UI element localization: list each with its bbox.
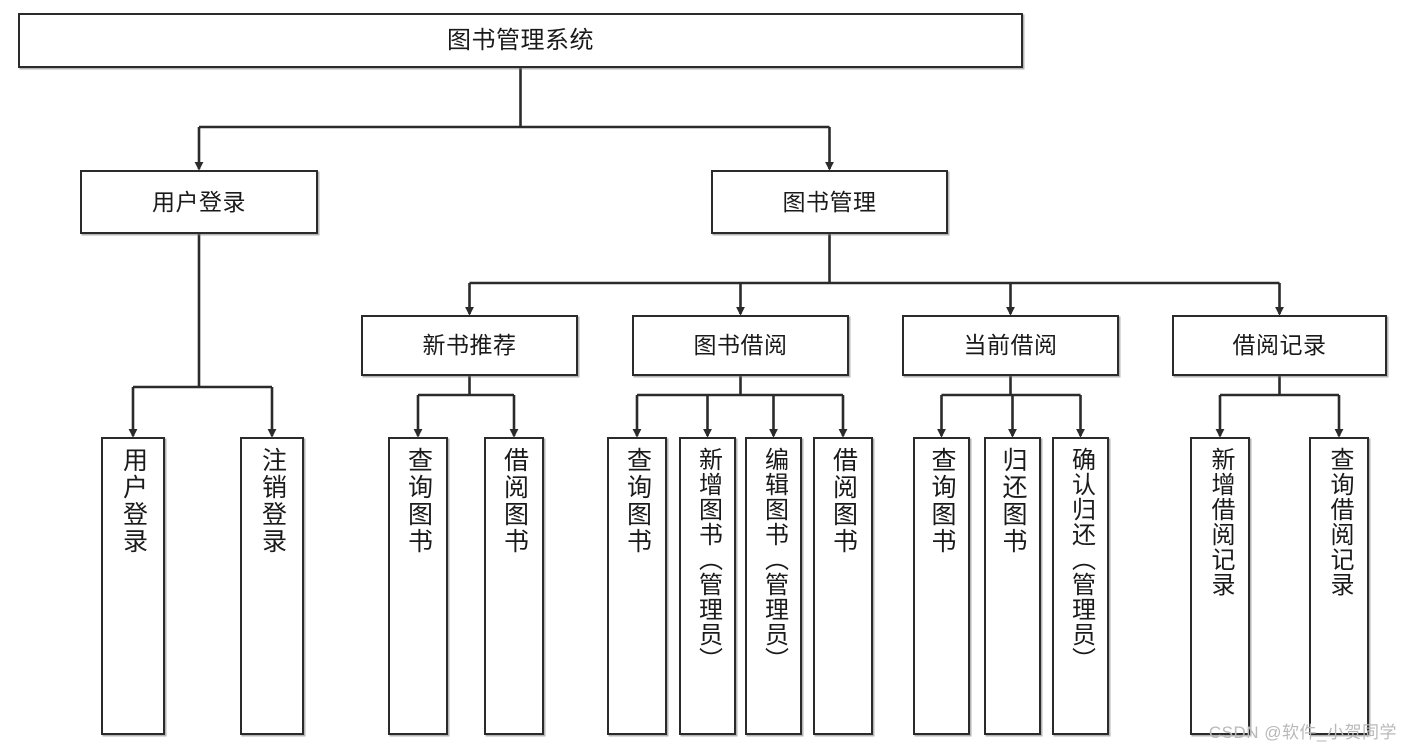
node-l-login-2[interactable]: 注销登录 xyxy=(240,437,304,735)
watermark: CSDN @软件_小贺同学 xyxy=(1208,723,1397,742)
node-n-bookmgmt[interactable]: 图书管理 xyxy=(711,170,948,234)
node-root[interactable]: 图书管理系统 xyxy=(18,13,1023,68)
node-n-record[interactable]: 借阅记录 xyxy=(1172,315,1387,376)
node-l-rec-2[interactable]: 查询借阅记录 xyxy=(1309,437,1369,735)
node-label: 查询图书 xyxy=(623,447,652,555)
node-l-new-1[interactable]: 查询图书 xyxy=(388,437,448,735)
node-l-bor-1[interactable]: 查询图书 xyxy=(607,437,667,735)
node-label: 确认归还（管理员） xyxy=(1067,447,1095,672)
node-label: 归还图书 xyxy=(999,447,1027,555)
node-n-current[interactable]: 当前借阅 xyxy=(902,315,1119,376)
node-label: 图书借阅 xyxy=(693,332,788,359)
node-l-cur-1[interactable]: 查询图书 xyxy=(913,437,970,735)
node-n-borrow[interactable]: 图书借阅 xyxy=(632,315,849,376)
node-label: 注销登录 xyxy=(258,447,287,555)
node-label: 编辑图书（管理员） xyxy=(760,447,788,672)
node-label: 查询图书 xyxy=(404,447,433,555)
node-label: 图书管理系统 xyxy=(447,26,594,54)
node-label: 图书管理 xyxy=(782,188,877,215)
node-l-bor-3[interactable]: 编辑图书（管理员） xyxy=(745,437,802,735)
node-label: 借阅图书 xyxy=(829,447,858,555)
node-l-bor-4[interactable]: 借阅图书 xyxy=(813,437,873,735)
node-label: 新增借阅记录 xyxy=(1207,447,1234,597)
node-label: 查询图书 xyxy=(928,447,956,555)
node-l-cur-2[interactable]: 归还图书 xyxy=(984,437,1041,735)
node-label: 借阅图书 xyxy=(500,447,529,555)
node-label: 新书推荐 xyxy=(422,332,517,359)
node-n-login[interactable]: 用户登录 xyxy=(80,170,318,234)
node-l-cur-3[interactable]: 确认归还（管理员） xyxy=(1052,437,1109,735)
node-l-bor-2[interactable]: 新增图书（管理员） xyxy=(679,437,736,735)
node-label: 用户登录 xyxy=(119,447,148,555)
node-label: 用户登录 xyxy=(152,188,246,215)
node-label: 查询借阅记录 xyxy=(1326,447,1353,597)
node-n-newbook[interactable]: 新书推荐 xyxy=(361,315,578,376)
node-label: 借阅记录 xyxy=(1232,332,1327,359)
node-label: 新增图书（管理员） xyxy=(694,447,722,672)
node-l-rec-1[interactable]: 新增借阅记录 xyxy=(1190,437,1250,735)
node-label: 当前借阅 xyxy=(963,332,1058,359)
node-l-new-2[interactable]: 借阅图书 xyxy=(484,437,544,735)
node-l-login-1[interactable]: 用户登录 xyxy=(101,437,165,735)
